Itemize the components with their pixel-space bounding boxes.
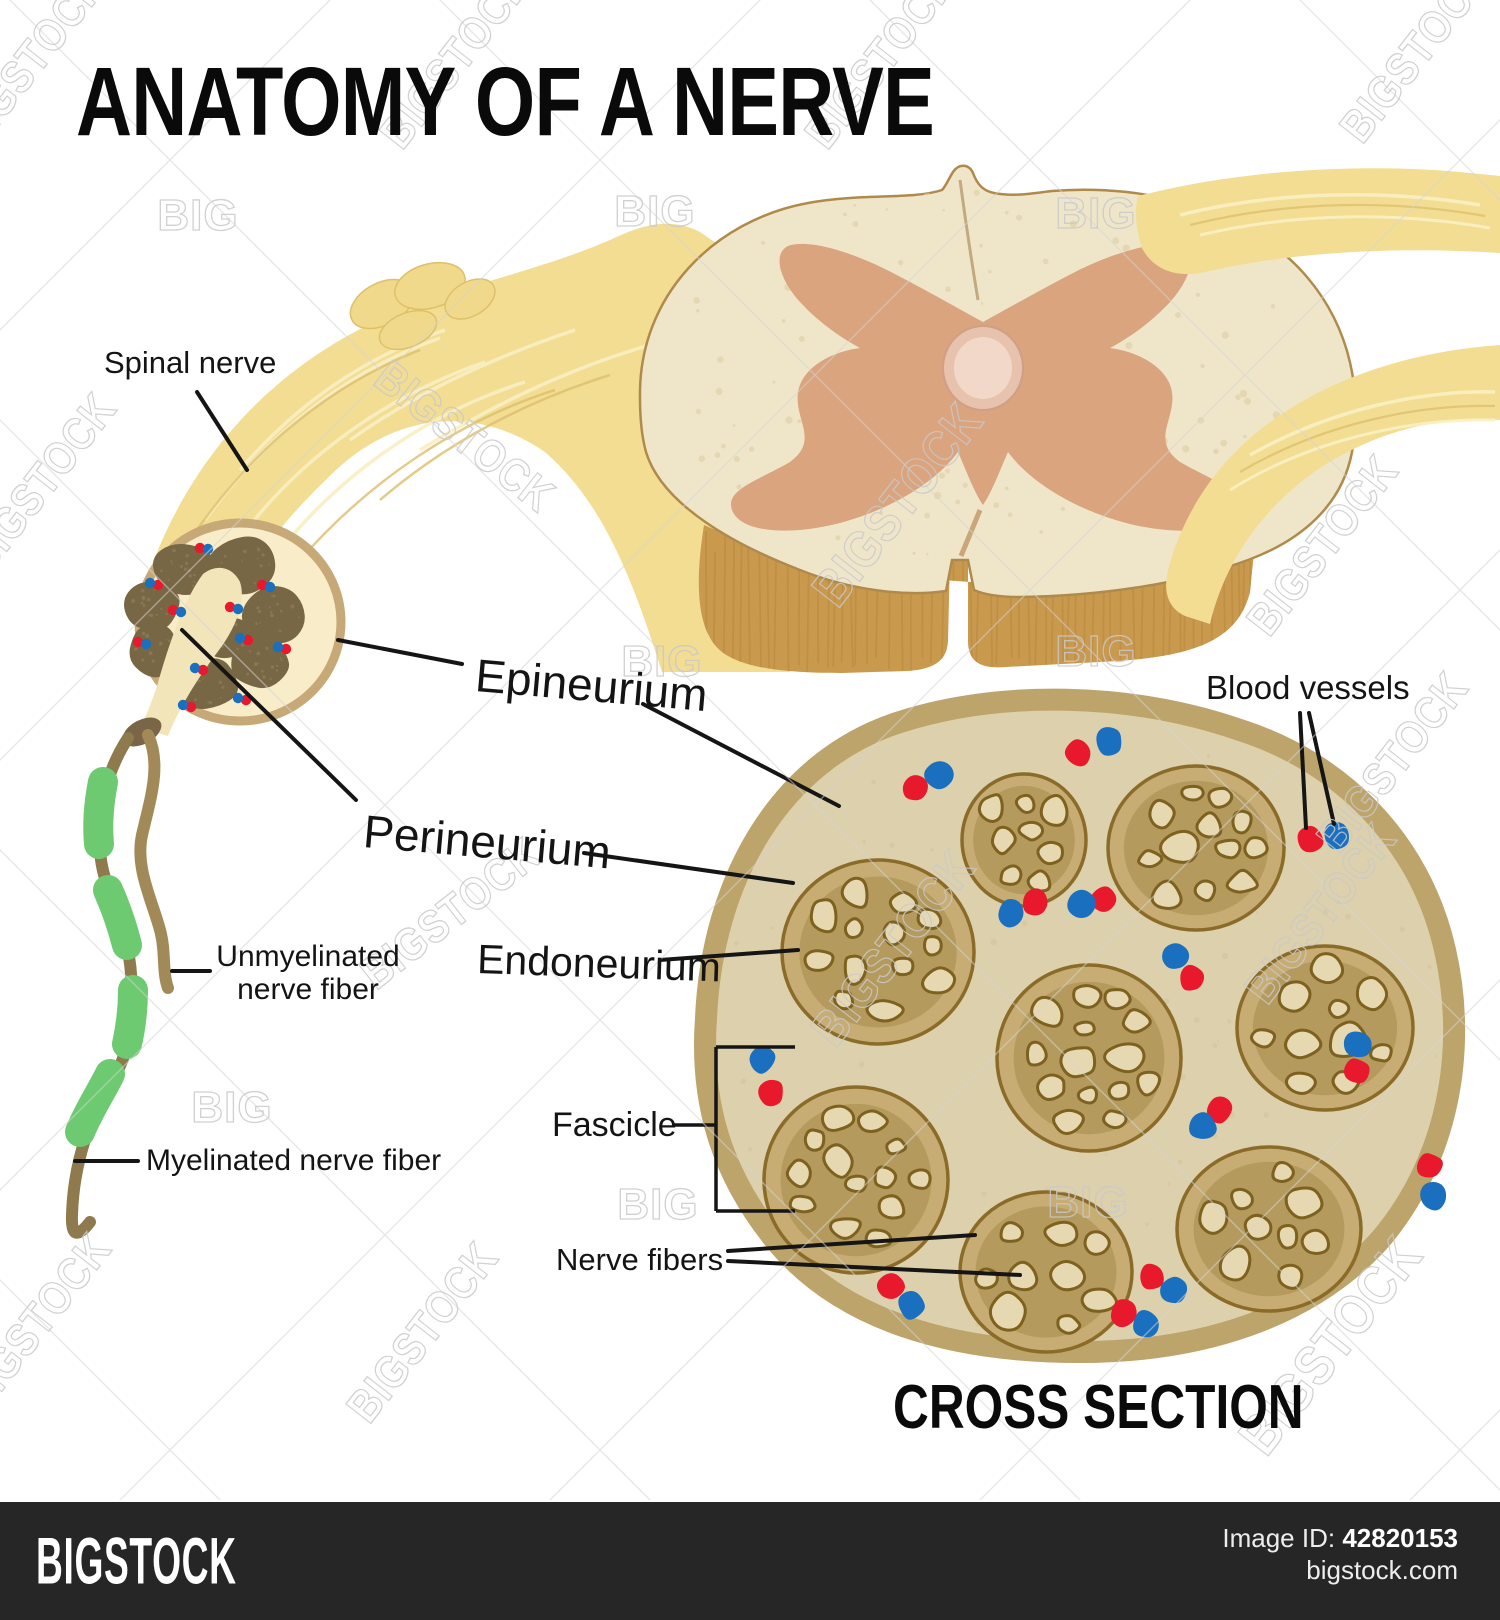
label-myelinated-fiber: Myelinated nerve fiber <box>146 1144 442 1177</box>
watermark-big: BIG <box>191 1082 273 1132</box>
label-endoneurium: Endoneurium <box>476 936 722 991</box>
label-fascicle: Fascicle <box>552 1106 677 1144</box>
watermark-lines <box>0 0 1500 1500</box>
watermark-big: BIG <box>1047 1177 1129 1227</box>
image-id-value: 42820153 <box>1342 1523 1458 1553</box>
watermark-big: BIG <box>621 636 703 686</box>
watermark-big: BIG <box>614 186 696 236</box>
bigstock-logo: BIGSTOCK <box>36 1524 237 1598</box>
site-url: bigstock.com <box>1306 1555 1458 1585</box>
label-nerve-fibers: Nerve fibers <box>556 1242 724 1277</box>
watermark-big: BIG <box>1055 626 1137 676</box>
label-blood-vessels: Blood vessels <box>1206 669 1410 706</box>
label-unmyelinated-fiber: Unmyelinated nerve fiber <box>208 940 408 1006</box>
watermark-big: BIG <box>1055 188 1137 238</box>
watermark-big: BIG <box>617 1179 699 1229</box>
label-unmyelinated-line1: Unmyelinated <box>216 940 400 973</box>
label-spinal-nerve: Spinal nerve <box>104 345 277 380</box>
watermark-big: BIG <box>157 190 239 240</box>
footer-bar: BIGSTOCK Image ID: 42820153 bigstock.com <box>0 1502 1500 1620</box>
image-id-line: Image ID: 42820153 <box>1222 1522 1458 1554</box>
footer-info: Image ID: 42820153 bigstock.com <box>1222 1522 1458 1586</box>
cross-section-heading: CROSS SECTION <box>893 1373 1304 1442</box>
page-title: ANATOMY OF A NERVE <box>76 47 935 156</box>
image-id-label: Image ID: <box>1222 1523 1336 1553</box>
label-unmyelinated-line2: nerve fiber <box>237 973 379 1006</box>
